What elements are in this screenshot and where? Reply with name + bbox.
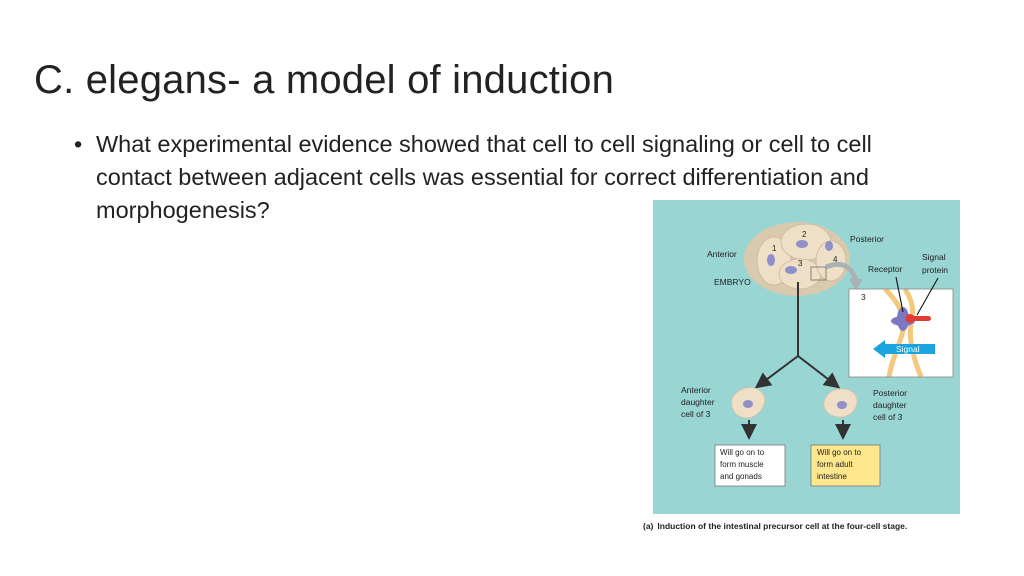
fate-muscle-line1: Will go on to: [720, 448, 765, 457]
nucleus: [796, 240, 808, 248]
embryo-label: EMBRYO: [714, 277, 751, 287]
nucleus: [785, 266, 797, 274]
anterior-daughter-label-line1: Anterior: [681, 385, 711, 395]
nucleus: [767, 254, 775, 266]
posterior-daughter-label-line2: daughter: [873, 400, 907, 410]
posterior-daughter-label-line1: Posterior: [873, 388, 907, 398]
anterior-daughter-label-line2: daughter: [681, 397, 715, 407]
cell-2-label: 2: [802, 230, 807, 239]
fate-muscle-line3: and gonads: [720, 472, 762, 481]
fate-box-muscle-gonads: Will go on to form muscle and gonads: [715, 445, 785, 486]
figure-caption: (a) Induction of the intestinal precursor…: [643, 521, 907, 531]
signal-protein-shape: [906, 314, 915, 323]
caption-prefix: (a): [643, 521, 653, 531]
signal-protein-label-line2: protein: [922, 265, 948, 275]
caption-text: Induction of the intestinal precursor ce…: [657, 521, 907, 531]
signal-protein-label-line1: Signal: [922, 252, 946, 262]
anterior-label: Anterior: [707, 249, 737, 259]
cell-3-label: 3: [798, 259, 803, 268]
receptor-label: Receptor: [868, 264, 903, 274]
anterior-daughter-label-line3: cell of 3: [681, 409, 711, 419]
nucleus: [743, 400, 753, 408]
bullet-dot-icon: •: [74, 128, 82, 161]
induction-diagram: 1 2 3 4 Anterior EMBRYO Posterior Recept…: [653, 200, 960, 514]
signal-arrow-label: Signal: [896, 344, 920, 354]
fate-muscle-line2: form muscle: [720, 460, 764, 469]
slide-title: C. elegans- a model of induction: [34, 58, 614, 103]
fate-intestine-line3: intestine: [817, 472, 847, 481]
nucleus: [825, 241, 833, 251]
cell-1-label: 1: [772, 244, 777, 253]
posterior-label: Posterior: [850, 234, 884, 244]
posterior-daughter-label-line3: cell of 3: [873, 412, 903, 422]
fate-intestine-line1: Will go on to: [817, 448, 862, 457]
inset-cell-number: 3: [861, 292, 866, 302]
nucleus: [837, 401, 847, 409]
contact-inset: Signal 3: [849, 277, 953, 377]
fate-box-intestine: Will go on to form adult intestine: [811, 445, 880, 486]
induction-figure: 1 2 3 4 Anterior EMBRYO Posterior Recept…: [653, 200, 960, 514]
fate-intestine-line2: form adult: [817, 460, 853, 469]
